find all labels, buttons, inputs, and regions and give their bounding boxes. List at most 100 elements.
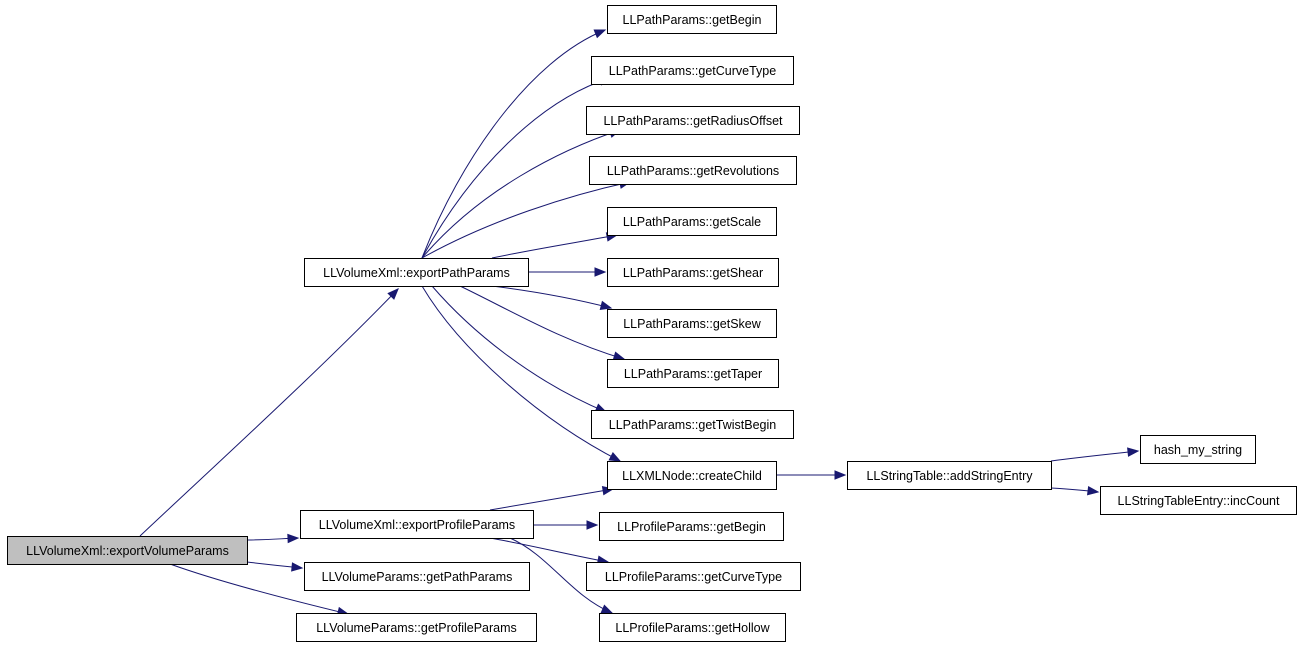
- node-box[interactable]: [847, 461, 1052, 490]
- node-incCount[interactable]: LLStringTableEntry::incCount: [1100, 486, 1297, 515]
- edge-line: [139, 288, 399, 537]
- node-label: LLPathParams::getTwistBegin: [609, 418, 776, 432]
- edge-root-to-getPathParams: [246, 561, 304, 572]
- node-path_getScale[interactable]: LLPathParams::getScale: [607, 207, 777, 236]
- node-path_getTwistBegin[interactable]: LLPathParams::getTwistBegin: [591, 410, 794, 439]
- node-box[interactable]: [1140, 435, 1256, 464]
- node-path_getBegin[interactable]: LLPathParams::getBegin: [607, 5, 777, 34]
- edge-exportProfileParams-to-createChild: [489, 486, 615, 511]
- node-label: LLPathParams::getRevolutions: [607, 164, 779, 178]
- node-box[interactable]: [599, 512, 784, 541]
- node-label: LLProfileParams::getHollow: [615, 621, 770, 635]
- edge-line: [421, 77, 611, 259]
- edge-addStringEntry-to-hash_my_string: [1050, 447, 1140, 462]
- node-box[interactable]: [304, 562, 530, 591]
- node-getProfileParams[interactable]: LLVolumeParams::getProfileParams: [296, 613, 537, 642]
- edge-arrowhead: [586, 520, 599, 530]
- edge-createChild-to-addStringEntry: [775, 470, 847, 480]
- node-exportPathParams[interactable]: LLVolumeXml::exportPathParams: [304, 258, 529, 287]
- edge-line: [431, 285, 607, 413]
- edge-line: [509, 537, 613, 614]
- node-box[interactable]: [607, 359, 779, 388]
- edge-line: [421, 181, 631, 259]
- edge-line: [421, 29, 606, 259]
- node-box[interactable]: [304, 258, 529, 287]
- node-box[interactable]: [7, 536, 248, 565]
- edge-exportPathParams-to-path_getCurveType: [421, 76, 612, 259]
- edge-exportProfileParams-to-prof_getHollow: [509, 537, 614, 614]
- node-box[interactable]: [607, 461, 777, 490]
- node-box[interactable]: [300, 510, 534, 539]
- node-path_getShear[interactable]: LLPathParams::getShear: [607, 258, 779, 287]
- node-label: LLProfileParams::getBegin: [617, 520, 766, 534]
- node-path_getTaper[interactable]: LLPathParams::getTaper: [607, 359, 779, 388]
- edge-arrowhead: [287, 533, 300, 544]
- node-box[interactable]: [1100, 486, 1297, 515]
- edge-arrowhead: [612, 351, 626, 361]
- node-label: LLVolumeXml::exportProfileParams: [319, 518, 515, 532]
- node-getPathParams[interactable]: LLVolumeParams::getPathParams: [304, 562, 530, 591]
- edge-line: [491, 234, 618, 259]
- node-label: LLVolumeParams::getPathParams: [322, 570, 513, 584]
- node-addStringEntry[interactable]: LLStringTable::addStringEntry: [847, 461, 1052, 490]
- edge-arrowhead: [600, 604, 614, 614]
- edge-exportPathParams-to-path_getBegin: [421, 29, 607, 259]
- edge-arrowhead: [291, 562, 304, 572]
- node-path_getSkew[interactable]: LLPathParams::getSkew: [607, 309, 777, 338]
- node-label: LLXMLNode::createChild: [622, 469, 762, 483]
- edge-arrowhead: [599, 300, 613, 310]
- node-path_getCurveType[interactable]: LLPathParams::getCurveType: [591, 56, 794, 85]
- node-label: LLPathParams::getShear: [623, 266, 763, 280]
- node-box[interactable]: [591, 56, 794, 85]
- edge-exportPathParams-to-path_getScale: [491, 232, 619, 259]
- node-prof_getCurveType[interactable]: LLProfileParams::getCurveType: [586, 562, 801, 591]
- node-createChild[interactable]: LLXMLNode::createChild: [607, 461, 777, 490]
- node-label: LLPathParams::getRadiusOffset: [603, 114, 783, 128]
- edge-exportPathParams-to-path_getSkew: [491, 285, 613, 310]
- node-box[interactable]: [296, 613, 537, 642]
- node-label: LLVolumeXml::exportVolumeParams: [26, 544, 229, 558]
- node-box[interactable]: [586, 562, 801, 591]
- edge-exportPathParams-to-path_getTaper: [459, 285, 626, 361]
- node-label: LLPathParams::getTaper: [624, 367, 762, 381]
- edge-exportProfileParams-to-prof_getBegin: [533, 520, 599, 530]
- edge-line: [1050, 450, 1139, 462]
- edge-exportPathParams-to-path_getShear: [528, 267, 607, 277]
- node-root[interactable]: LLVolumeXml::exportVolumeParams: [7, 536, 248, 565]
- node-exportProfileParams[interactable]: LLVolumeXml::exportProfileParams: [300, 510, 534, 539]
- edge-exportPathParams-to-createChild: [421, 285, 622, 462]
- node-hash_my_string[interactable]: hash_my_string: [1140, 435, 1256, 464]
- edge-arrowhead: [387, 288, 399, 300]
- edge-arrowhead: [1086, 485, 1100, 496]
- edge-arrowhead: [594, 267, 607, 277]
- node-box[interactable]: [607, 207, 777, 236]
- node-path_getRevolutions[interactable]: LLPathParams::getRevolutions: [589, 156, 797, 185]
- node-box[interactable]: [607, 309, 777, 338]
- node-box[interactable]: [586, 106, 800, 135]
- edge-exportPathParams-to-path_getRevolutions: [421, 179, 632, 259]
- edge-exportProfileParams-to-prof_getCurveType: [489, 537, 610, 565]
- node-box[interactable]: [599, 613, 786, 642]
- edge-line: [421, 285, 621, 462]
- edge-arrowhead: [608, 451, 622, 462]
- node-box[interactable]: [607, 258, 779, 287]
- node-prof_getBegin[interactable]: LLProfileParams::getBegin: [599, 512, 784, 541]
- edge-exportPathParams-to-path_getTwistBegin: [431, 285, 608, 413]
- edge-root-to-exportPathParams: [139, 288, 399, 537]
- node-path_getRadiusOffset[interactable]: LLPathParams::getRadiusOffset: [586, 106, 800, 135]
- node-prof_getHollow[interactable]: LLProfileParams::getHollow: [599, 613, 786, 642]
- edge-arrowhead: [593, 29, 607, 39]
- node-label: LLPathParams::getCurveType: [609, 64, 776, 78]
- node-box[interactable]: [591, 410, 794, 439]
- node-label: LLProfileParams::getCurveType: [605, 570, 782, 584]
- edge-arrowhead: [834, 470, 847, 480]
- edge-line: [489, 537, 609, 563]
- node-box[interactable]: [607, 5, 777, 34]
- node-label: LLStringTable::addStringEntry: [866, 469, 1033, 483]
- node-box[interactable]: [589, 156, 797, 185]
- edge-line: [459, 285, 625, 360]
- node-label: LLPathParams::getScale: [623, 215, 761, 229]
- node-label: LLVolumeXml::exportPathParams: [323, 266, 510, 280]
- edge-arrowhead: [1127, 447, 1140, 457]
